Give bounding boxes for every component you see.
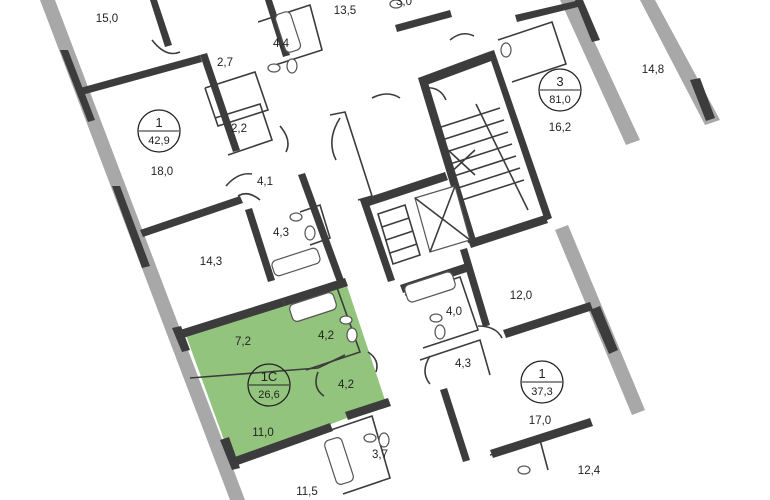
- room-labels: 15,0 13,5 3,0 4,4 2,7 14,8 16,2 2,2 18,0…: [96, 0, 664, 498]
- room-area-label: 4,1: [257, 176, 273, 188]
- room-area-label: 12,4: [578, 465, 601, 477]
- thin-walls: [189, 3, 568, 495]
- room-area-label: 12,0: [510, 290, 532, 302]
- apartment-badge[interactable]: 1 42,9: [137, 109, 181, 153]
- room-area-label: 18,0: [151, 166, 173, 178]
- apartment-area: 42,9: [148, 135, 169, 147]
- room-area-label: 4,3: [273, 227, 289, 239]
- fixtures: [267, 0, 531, 485]
- room-area-label: 2,7: [217, 57, 233, 69]
- room-area-label: 4,0: [446, 306, 462, 318]
- apartment-area: 37,3: [531, 386, 552, 398]
- room-area-label: 4,2: [318, 330, 334, 342]
- room-area-label: 3,0: [396, 0, 412, 8]
- apartment-area: 26,6: [258, 389, 279, 401]
- apartment-rooms: 1С: [261, 369, 278, 384]
- room-area-label: 3,7: [372, 449, 388, 461]
- stair-core: [360, 50, 552, 282]
- room-area-label: 17,0: [529, 415, 551, 427]
- apartment-badge[interactable]: 1 37,3: [520, 360, 564, 404]
- room-area-label: 4,3: [455, 358, 471, 370]
- room-area-label: 11,0: [252, 427, 274, 439]
- room-area-label: 4,2: [338, 379, 354, 391]
- apartment-area: 81,0: [549, 94, 570, 106]
- room-area-label: 4,4: [273, 38, 290, 50]
- room-area-label: 11,5: [296, 486, 318, 498]
- apartment-rooms: 1: [155, 115, 162, 130]
- room-area-label: 14,3: [200, 256, 222, 268]
- room-area-label: 2,2: [231, 123, 247, 135]
- apartment-badge[interactable]: 3 81,0: [538, 68, 582, 112]
- apartment-badge[interactable]: 1С 26,6: [247, 363, 291, 407]
- room-area-label: 7,2: [235, 336, 251, 348]
- apartment-rooms: 3: [556, 74, 563, 89]
- room-area-label: 15,0: [96, 13, 118, 25]
- room-area-label: 13,5: [334, 5, 356, 17]
- exterior-wall-left: [40, 0, 245, 500]
- exterior-wall-right: [555, 0, 720, 415]
- apartment-rooms: 1: [538, 366, 545, 381]
- room-area-label: 14,8: [642, 64, 664, 76]
- room-area-label: 16,2: [549, 122, 571, 134]
- door-swings: [151, 32, 503, 397]
